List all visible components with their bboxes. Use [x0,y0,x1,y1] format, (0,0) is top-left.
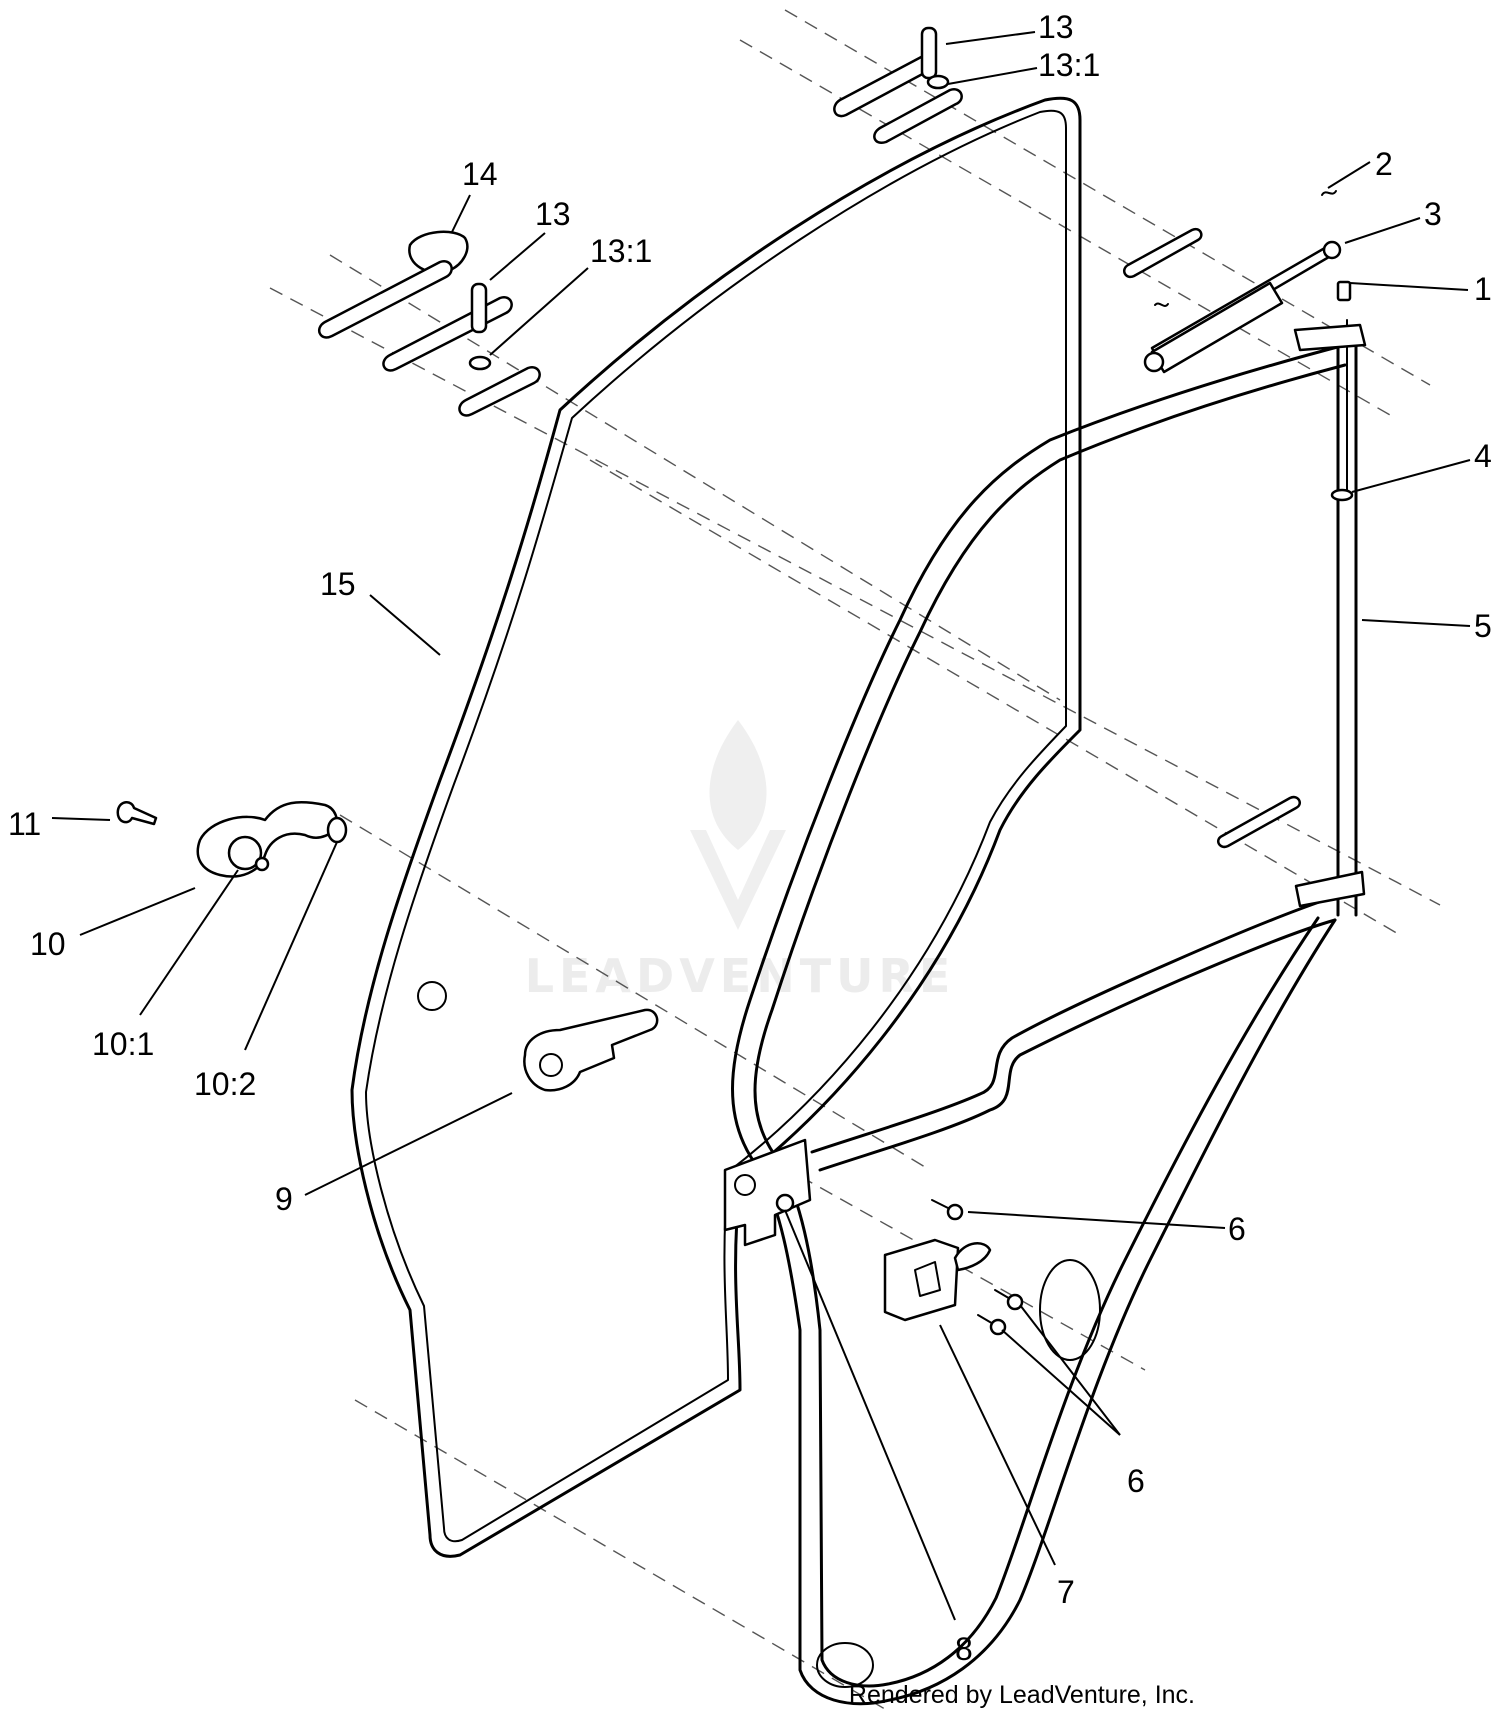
callout-8: 8 [955,1631,973,1667]
glass-panel [350,96,1082,1558]
bolt-6b [994,1289,1024,1311]
callout-15: 15 [320,566,356,602]
callout-13-1-left: 13:1 [590,233,652,269]
footer-credit: Rendered by LeadVenture, Inc. [849,1681,1195,1709]
handle-assembly [116,800,348,878]
callout-13-top: 13 [1038,9,1074,45]
watermark-v-icon [690,830,786,930]
key-11 [116,801,158,826]
lock-cylinder-10-1 [227,835,263,871]
callout-3: 3 [1424,196,1442,232]
clip-2 [1321,190,1337,196]
hinge-pin-13b [470,282,488,334]
washer-13-1 [926,74,950,90]
callout-9: 9 [275,1181,293,1217]
bolt-6a [931,1199,964,1221]
collar-4 [1330,488,1354,502]
leadventure-watermark: LEADVENTURE [525,720,956,1003]
callout-10: 10 [30,926,66,962]
rod-5 [1336,319,1358,917]
handle-end-10-2 [326,816,348,844]
callout-4: 4 [1474,438,1492,474]
door-stop-pad [1039,1259,1101,1361]
callout-1: 1 [1474,271,1492,307]
door-frame [731,343,1347,1706]
callout-2: 2 [1375,146,1393,182]
latch-bracket-8 [723,1138,812,1247]
gas-strut-3 [1143,240,1342,374]
glass-hole [417,981,447,1011]
watermark-flame-icon [709,720,767,850]
fitting-1 [1336,280,1352,302]
left-hinge-plates [317,230,541,417]
callout-13-1-top: 13:1 [1038,47,1100,83]
callout-6-lower: 6 [1127,1463,1145,1499]
watermark-text: LEADVENTURE [525,949,956,1003]
hinge-lower [1217,795,1366,908]
catch-plate-7 [883,1238,992,1322]
washer-13-1b [468,355,492,371]
plate-14 [408,230,469,274]
callouts: 1 2 3 4 5 6 6 7 8 9 10 10:1 10:2 11 13 1… [8,9,1492,1667]
latch-plate-9 [523,1008,659,1092]
hinge-pin-13 [920,26,938,80]
callout-10-2: 10:2 [194,1066,256,1102]
clip-2b [1154,302,1169,307]
lock-stem [254,856,270,872]
leader-lines [51,31,1471,1621]
top-hinge-plates [833,26,963,145]
callout-7: 7 [1057,1574,1075,1610]
bolts-6 [931,1199,1024,1336]
callout-6-upper: 6 [1228,1211,1246,1247]
hinge-upper [1123,227,1367,352]
bolt-6c [977,1314,1007,1336]
callout-14: 14 [462,156,498,192]
frame-bottom-bend [816,1642,874,1688]
callout-11: 11 [8,806,41,842]
callout-5: 5 [1474,608,1492,644]
callout-13-left: 13 [535,196,571,232]
callout-10-1: 10:1 [92,1026,154,1062]
